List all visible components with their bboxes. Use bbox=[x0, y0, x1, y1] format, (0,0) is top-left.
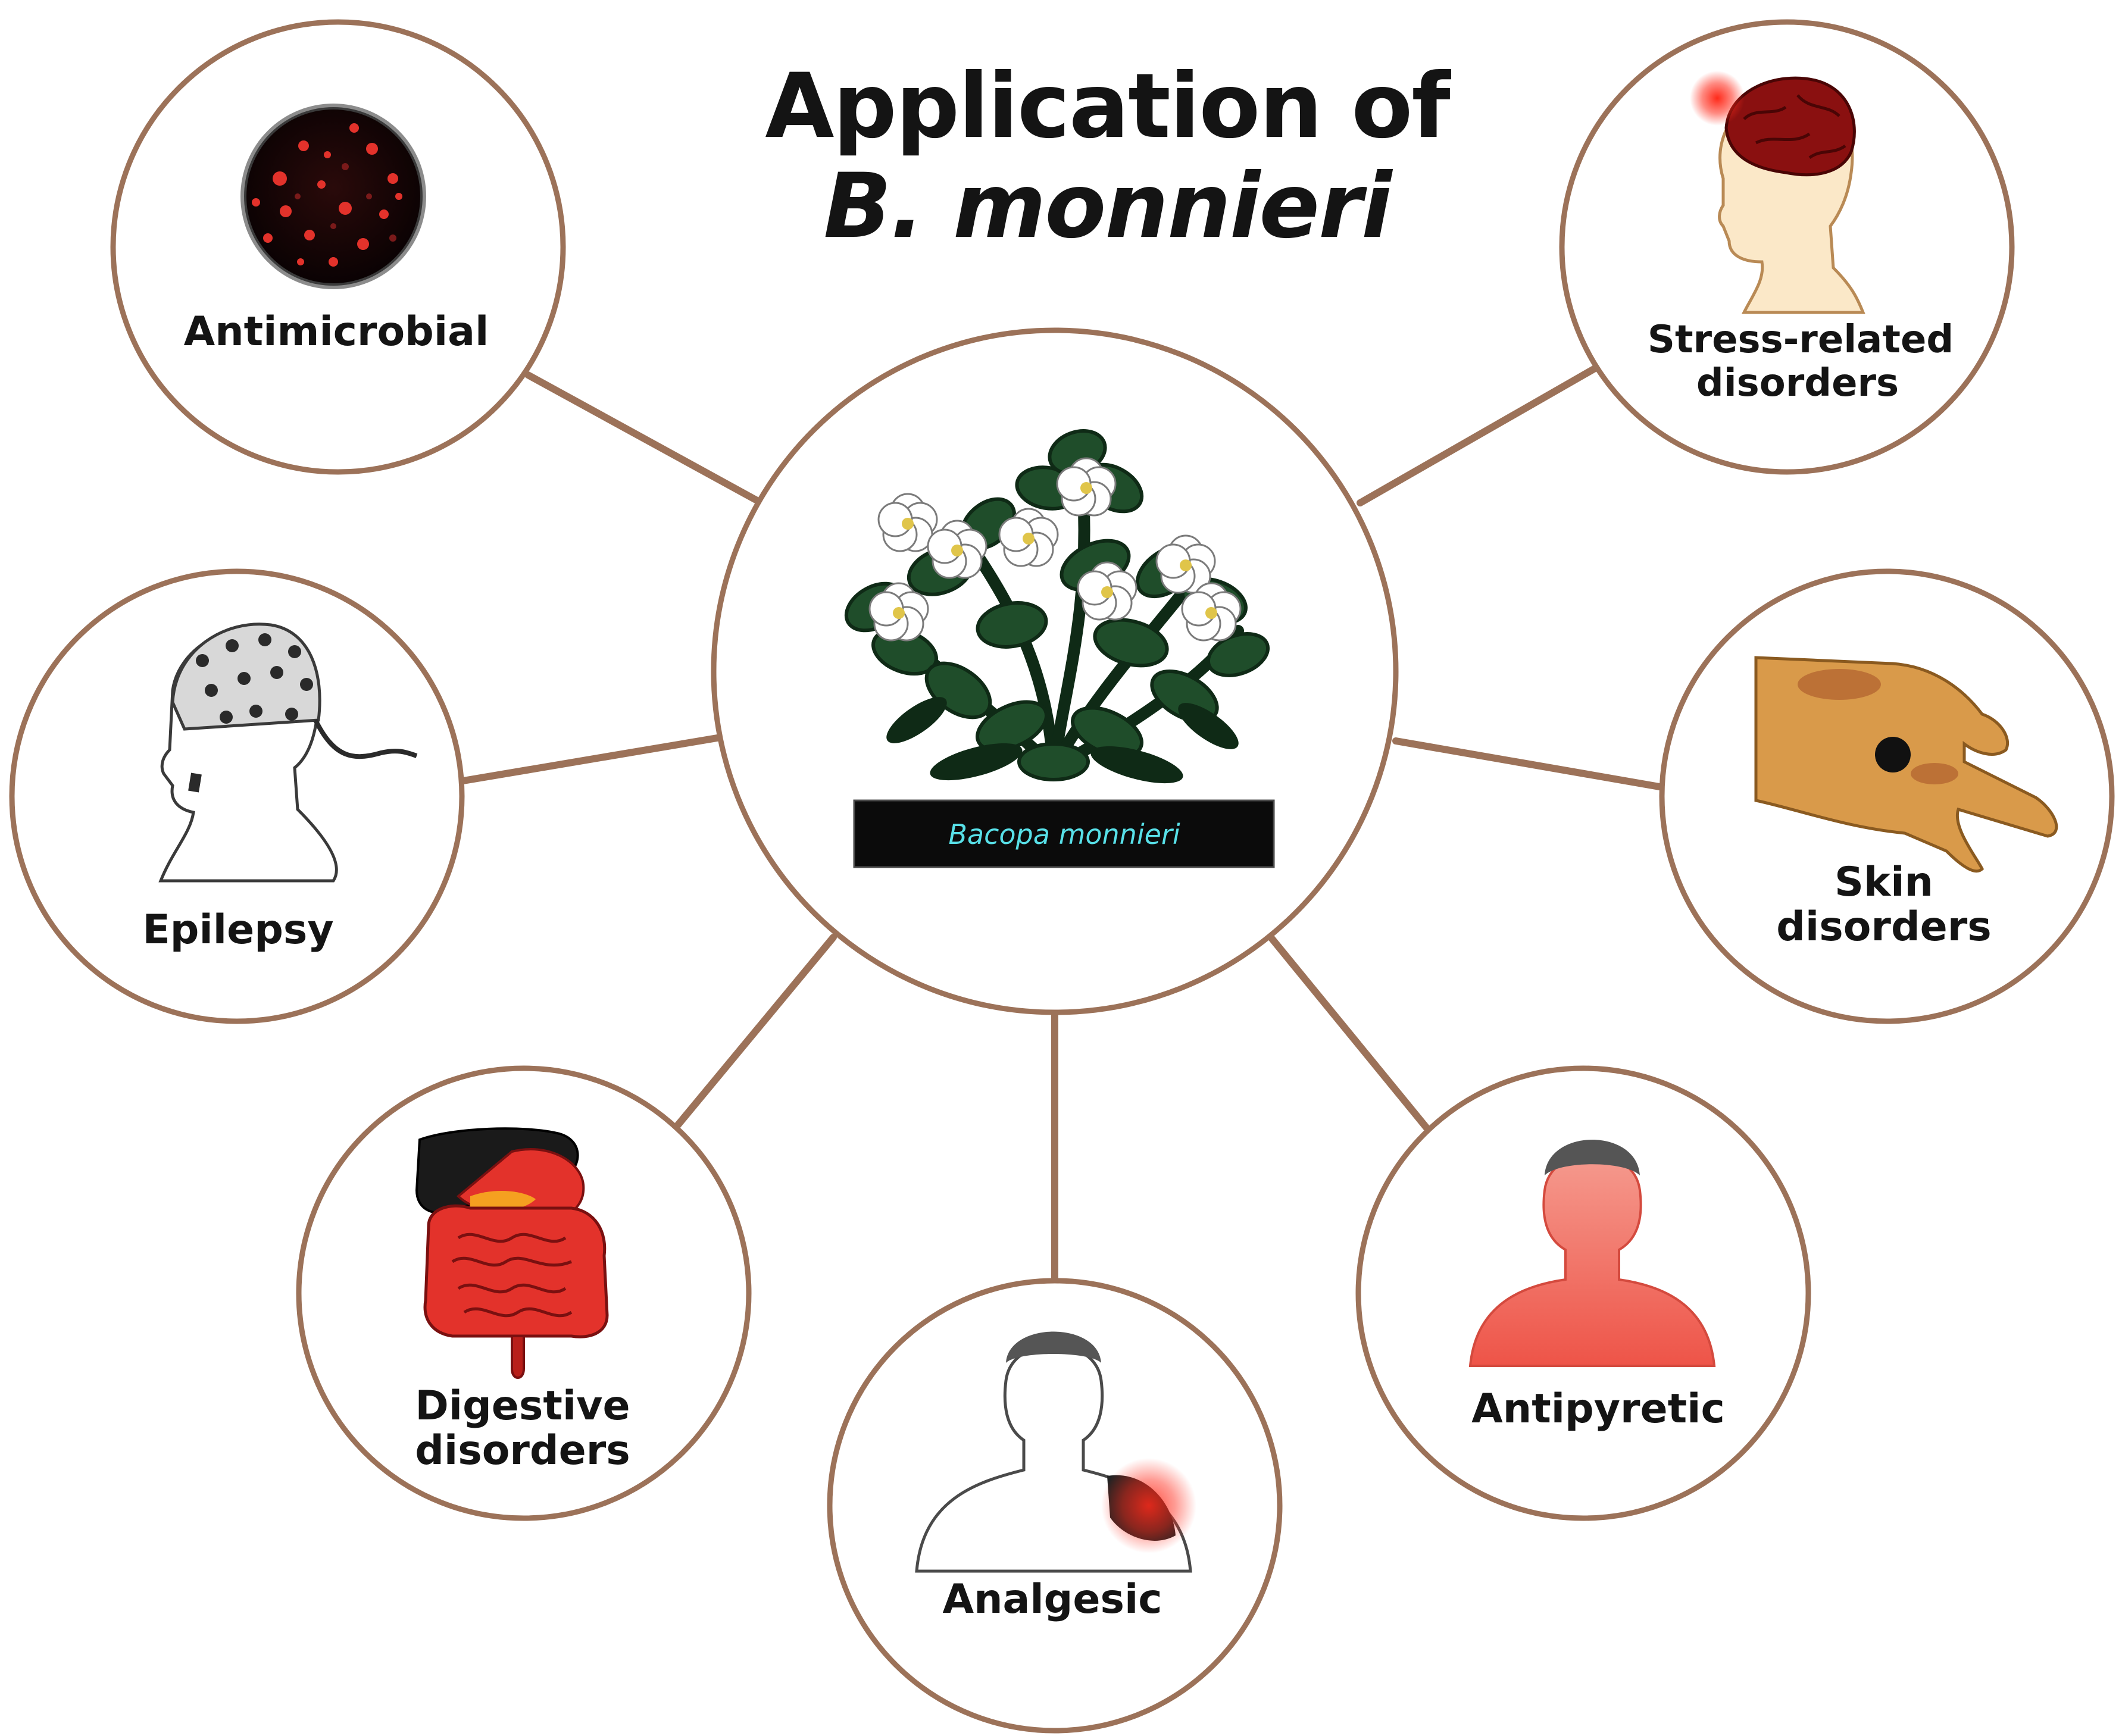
ring-center bbox=[711, 327, 1399, 1015]
shoulder-pain-icon bbox=[915, 1331, 1196, 1573]
connectors bbox=[460, 364, 1663, 1283]
center-label-bar bbox=[853, 799, 1275, 868]
label-epilepsy: Epilepsy bbox=[142, 906, 333, 953]
label-stress-line2: disorders bbox=[1696, 361, 1899, 405]
label-skin-line2: disorders bbox=[1776, 903, 1992, 950]
connector-digestive bbox=[672, 934, 837, 1131]
connector-antimicrobial bbox=[524, 371, 760, 503]
connector-skin bbox=[1392, 737, 1663, 790]
label-antimicrobial: Antimicrobial bbox=[184, 308, 489, 355]
digestive-organs-icon bbox=[415, 1127, 609, 1379]
connector-epilepsy bbox=[460, 734, 721, 784]
fever-man-icon bbox=[1468, 1140, 1716, 1367]
label-skin-line1: Skin bbox=[1835, 859, 1933, 906]
hand-icon bbox=[1754, 656, 2058, 873]
bacopa-plant-icon bbox=[844, 429, 1270, 784]
bacopa-flowers bbox=[868, 457, 1242, 642]
title-line-2: B. monnieri bbox=[823, 155, 1392, 258]
label-digestive-line1: Digestive bbox=[415, 1382, 630, 1430]
eeg-head-icon bbox=[158, 623, 418, 883]
petri-dish-icon bbox=[240, 104, 426, 289]
rings bbox=[9, 19, 2115, 1734]
label-stress-line1: Stress-related bbox=[1648, 318, 1954, 362]
label-digestive-line2: disorders bbox=[415, 1427, 630, 1474]
label-antipyretic: Antipyretic bbox=[1471, 1385, 1725, 1432]
label-analgesic: Analgesic bbox=[942, 1576, 1162, 1623]
head-brain-icon bbox=[1690, 71, 1865, 314]
center-label: Bacopa monnieri bbox=[948, 818, 1180, 850]
connector-stress bbox=[1357, 364, 1601, 506]
connector-antipyretic bbox=[1267, 934, 1440, 1143]
title-line-1: Application of bbox=[765, 55, 1450, 158]
diagram-title: Application of B. monnieri bbox=[702, 57, 1512, 257]
